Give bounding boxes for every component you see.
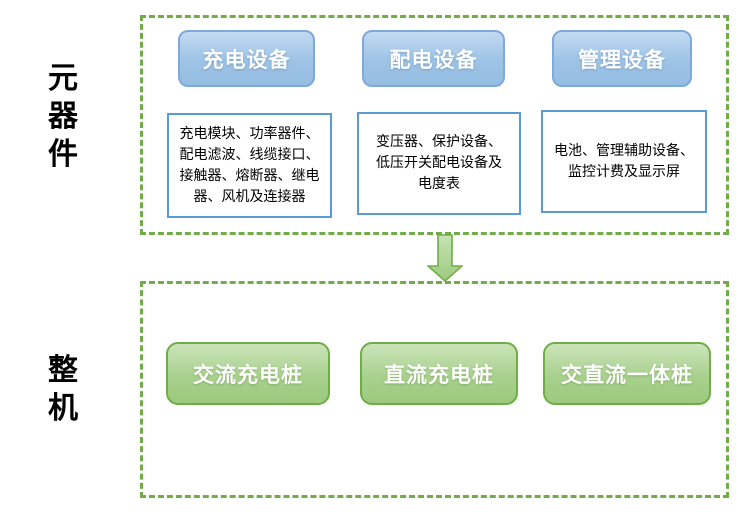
node-dc-charging-pile: 直流充电桩: [360, 342, 518, 405]
node-management-equipment: 管理设备: [552, 30, 692, 87]
node-ac-charging-pile: 交流充电桩: [166, 342, 330, 405]
machines-section-label: 整机: [48, 353, 78, 426]
detail-management-equipment: 电池、管理辅助设备、监控计费及显示屏: [541, 110, 707, 213]
machines-section-frame: [140, 281, 729, 498]
node-ac-dc-integrated-pile: 交直流一体桩: [543, 342, 711, 405]
components-section-frame: [140, 15, 729, 235]
components-section-label: 元器件: [48, 61, 78, 172]
node-distribution-equipment: 配电设备: [362, 30, 505, 87]
node-charging-equipment: 充电设备: [178, 30, 315, 87]
detail-distribution-equipment: 变压器、保护设备、低压开关配电设备及电度表: [357, 112, 521, 215]
detail-charging-equipment: 充电模块、功率器件、配电滤波、线缆接口、接触器、熔断器、继电器、风机及连接器: [167, 113, 332, 218]
down-arrow-icon: [427, 234, 463, 282]
